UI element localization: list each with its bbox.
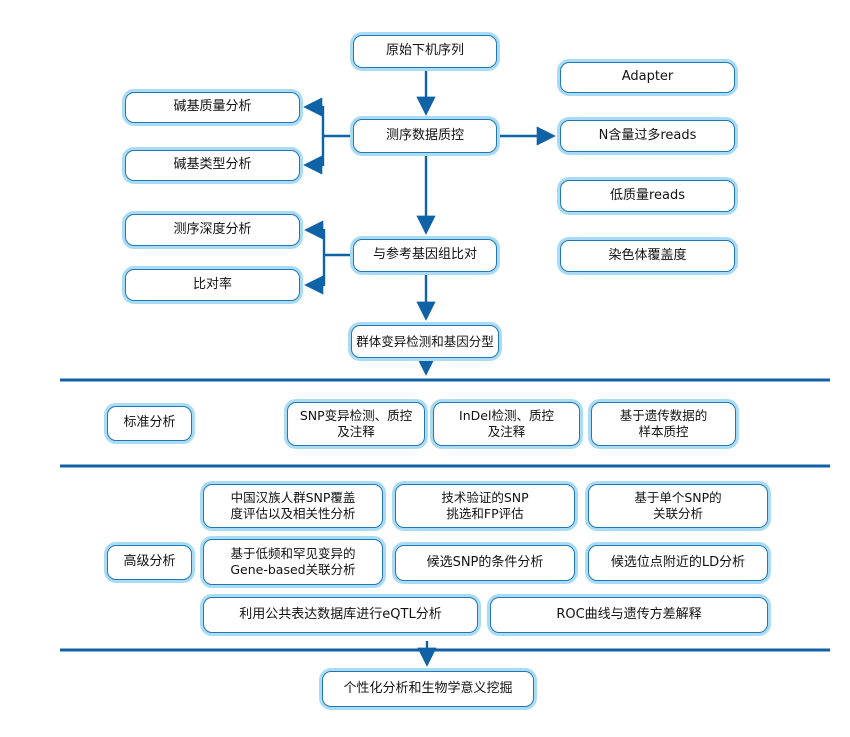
node-adapter: Adapter xyxy=(560,62,735,93)
node-popvar-genotype-label: 群体变异检测和基因分型 xyxy=(356,333,494,349)
node-ld-analysis-label: 候选位点附近的LD分析 xyxy=(610,554,746,570)
node-n-reads-label: N含量过多reads xyxy=(598,127,697,143)
node-genebased-assoc: 基于低频和罕见变异的 Gene-based关联分析 xyxy=(203,539,383,585)
node-raw-sequence-label: 原始下机序列 xyxy=(385,43,464,59)
node-final-label: 个性化分析和生物学意义挖掘 xyxy=(343,680,513,696)
node-genetic-sample-qc-line2: 样本质控 xyxy=(638,424,689,439)
node-lowqual-reads: 低质量reads xyxy=(560,180,735,212)
node-snp-annotation: SNP变异检测、质控 及注释 xyxy=(287,402,425,446)
node-snp-annotation-line2: 及注释 xyxy=(337,424,375,439)
section-standard-label-text: 标准分析 xyxy=(123,415,176,431)
node-ld-analysis: 候选位点附近的LD分析 xyxy=(588,545,768,581)
node-genome-align-label: 与参考基因组比对 xyxy=(372,247,477,263)
node-chrom-coverage-label: 染色体覆盖度 xyxy=(608,247,687,263)
node-seq-qc-label: 测序数据质控 xyxy=(385,127,464,143)
node-han-snp-coverage: 中国汉族人群SNP覆盖 度评估以及相关性分析 xyxy=(203,484,383,528)
node-genebased-assoc-line2: Gene-based关联分析 xyxy=(230,562,356,577)
node-roc-variance: ROC曲线与遗传方差解释 xyxy=(490,597,768,633)
node-indel-annotation-line1: InDel检测、质控 xyxy=(459,407,554,423)
node-validated-snp: 技术验证的SNP 挑选和FP评估 xyxy=(395,484,575,528)
node-validated-snp-line2: 挑选和FP评估 xyxy=(446,506,524,521)
section-advanced-label-text: 高级分析 xyxy=(123,554,176,570)
node-adapter-label: Adapter xyxy=(621,69,674,85)
node-base-type-label: 碱基类型分析 xyxy=(173,157,252,173)
node-conditional-analysis: 候选SNP的条件分析 xyxy=(395,545,575,581)
node-map-rate: 比对率 xyxy=(125,269,300,301)
section-standard-label: 标准分析 xyxy=(107,406,192,441)
node-genebased-assoc-line1: 基于低频和罕见变异的 xyxy=(230,545,356,561)
node-map-rate-label: 比对率 xyxy=(192,276,232,292)
node-base-quality-label: 碱基质量分析 xyxy=(173,99,252,115)
node-single-snp-assoc-line1: 基于单个SNP的 xyxy=(634,489,722,505)
node-n-reads: N含量过多reads xyxy=(560,120,735,152)
node-single-snp-assoc: 基于单个SNP的 关联分析 xyxy=(588,484,768,528)
node-genome-align: 与参考基因组比对 xyxy=(353,239,497,272)
node-han-snp-coverage-line1: 中国汉族人群SNP覆盖 xyxy=(230,489,356,505)
node-seq-qc: 测序数据质控 xyxy=(353,119,497,153)
node-roc-variance-label: ROC曲线与遗传方差解释 xyxy=(556,606,702,622)
node-single-snp-assoc-line2: 关联分析 xyxy=(652,506,703,521)
node-conditional-analysis-label: 候选SNP的条件分析 xyxy=(426,554,544,570)
node-base-type: 碱基类型分析 xyxy=(125,150,300,181)
node-eqtl-analysis-label: 利用公共表达数据库进行eQTL分析 xyxy=(239,606,442,622)
node-lowqual-reads-label: 低质量reads xyxy=(609,187,686,203)
node-indel-annotation-line2: 及注释 xyxy=(487,424,526,439)
node-popvar-genotype: 群体变异检测和基因分型 xyxy=(351,325,499,358)
node-seq-depth: 测序深度分析 xyxy=(125,214,300,246)
node-snp-annotation-line1: SNP变异检测、质控 xyxy=(299,407,413,423)
node-genetic-sample-qc-line1: 基于遗传数据的 xyxy=(619,407,708,423)
node-final: 个性化分析和生物学意义挖掘 xyxy=(322,671,534,707)
node-genetic-sample-qc: 基于遗传数据的 样本质控 xyxy=(591,402,736,446)
node-eqtl-analysis: 利用公共表达数据库进行eQTL分析 xyxy=(203,597,478,633)
node-indel-annotation: InDel检测、质控 及注释 xyxy=(433,402,580,446)
node-seq-depth-label: 测序深度分析 xyxy=(173,221,252,237)
node-raw-sequence: 原始下机序列 xyxy=(353,35,497,68)
node-chrom-coverage: 染色体覆盖度 xyxy=(560,240,735,272)
node-base-quality: 碱基质量分析 xyxy=(125,92,300,123)
node-han-snp-coverage-line2: 度评估以及相关性分析 xyxy=(230,506,356,521)
section-advanced-label: 高级分析 xyxy=(107,545,192,580)
node-validated-snp-line1: 技术验证的SNP xyxy=(441,489,529,505)
